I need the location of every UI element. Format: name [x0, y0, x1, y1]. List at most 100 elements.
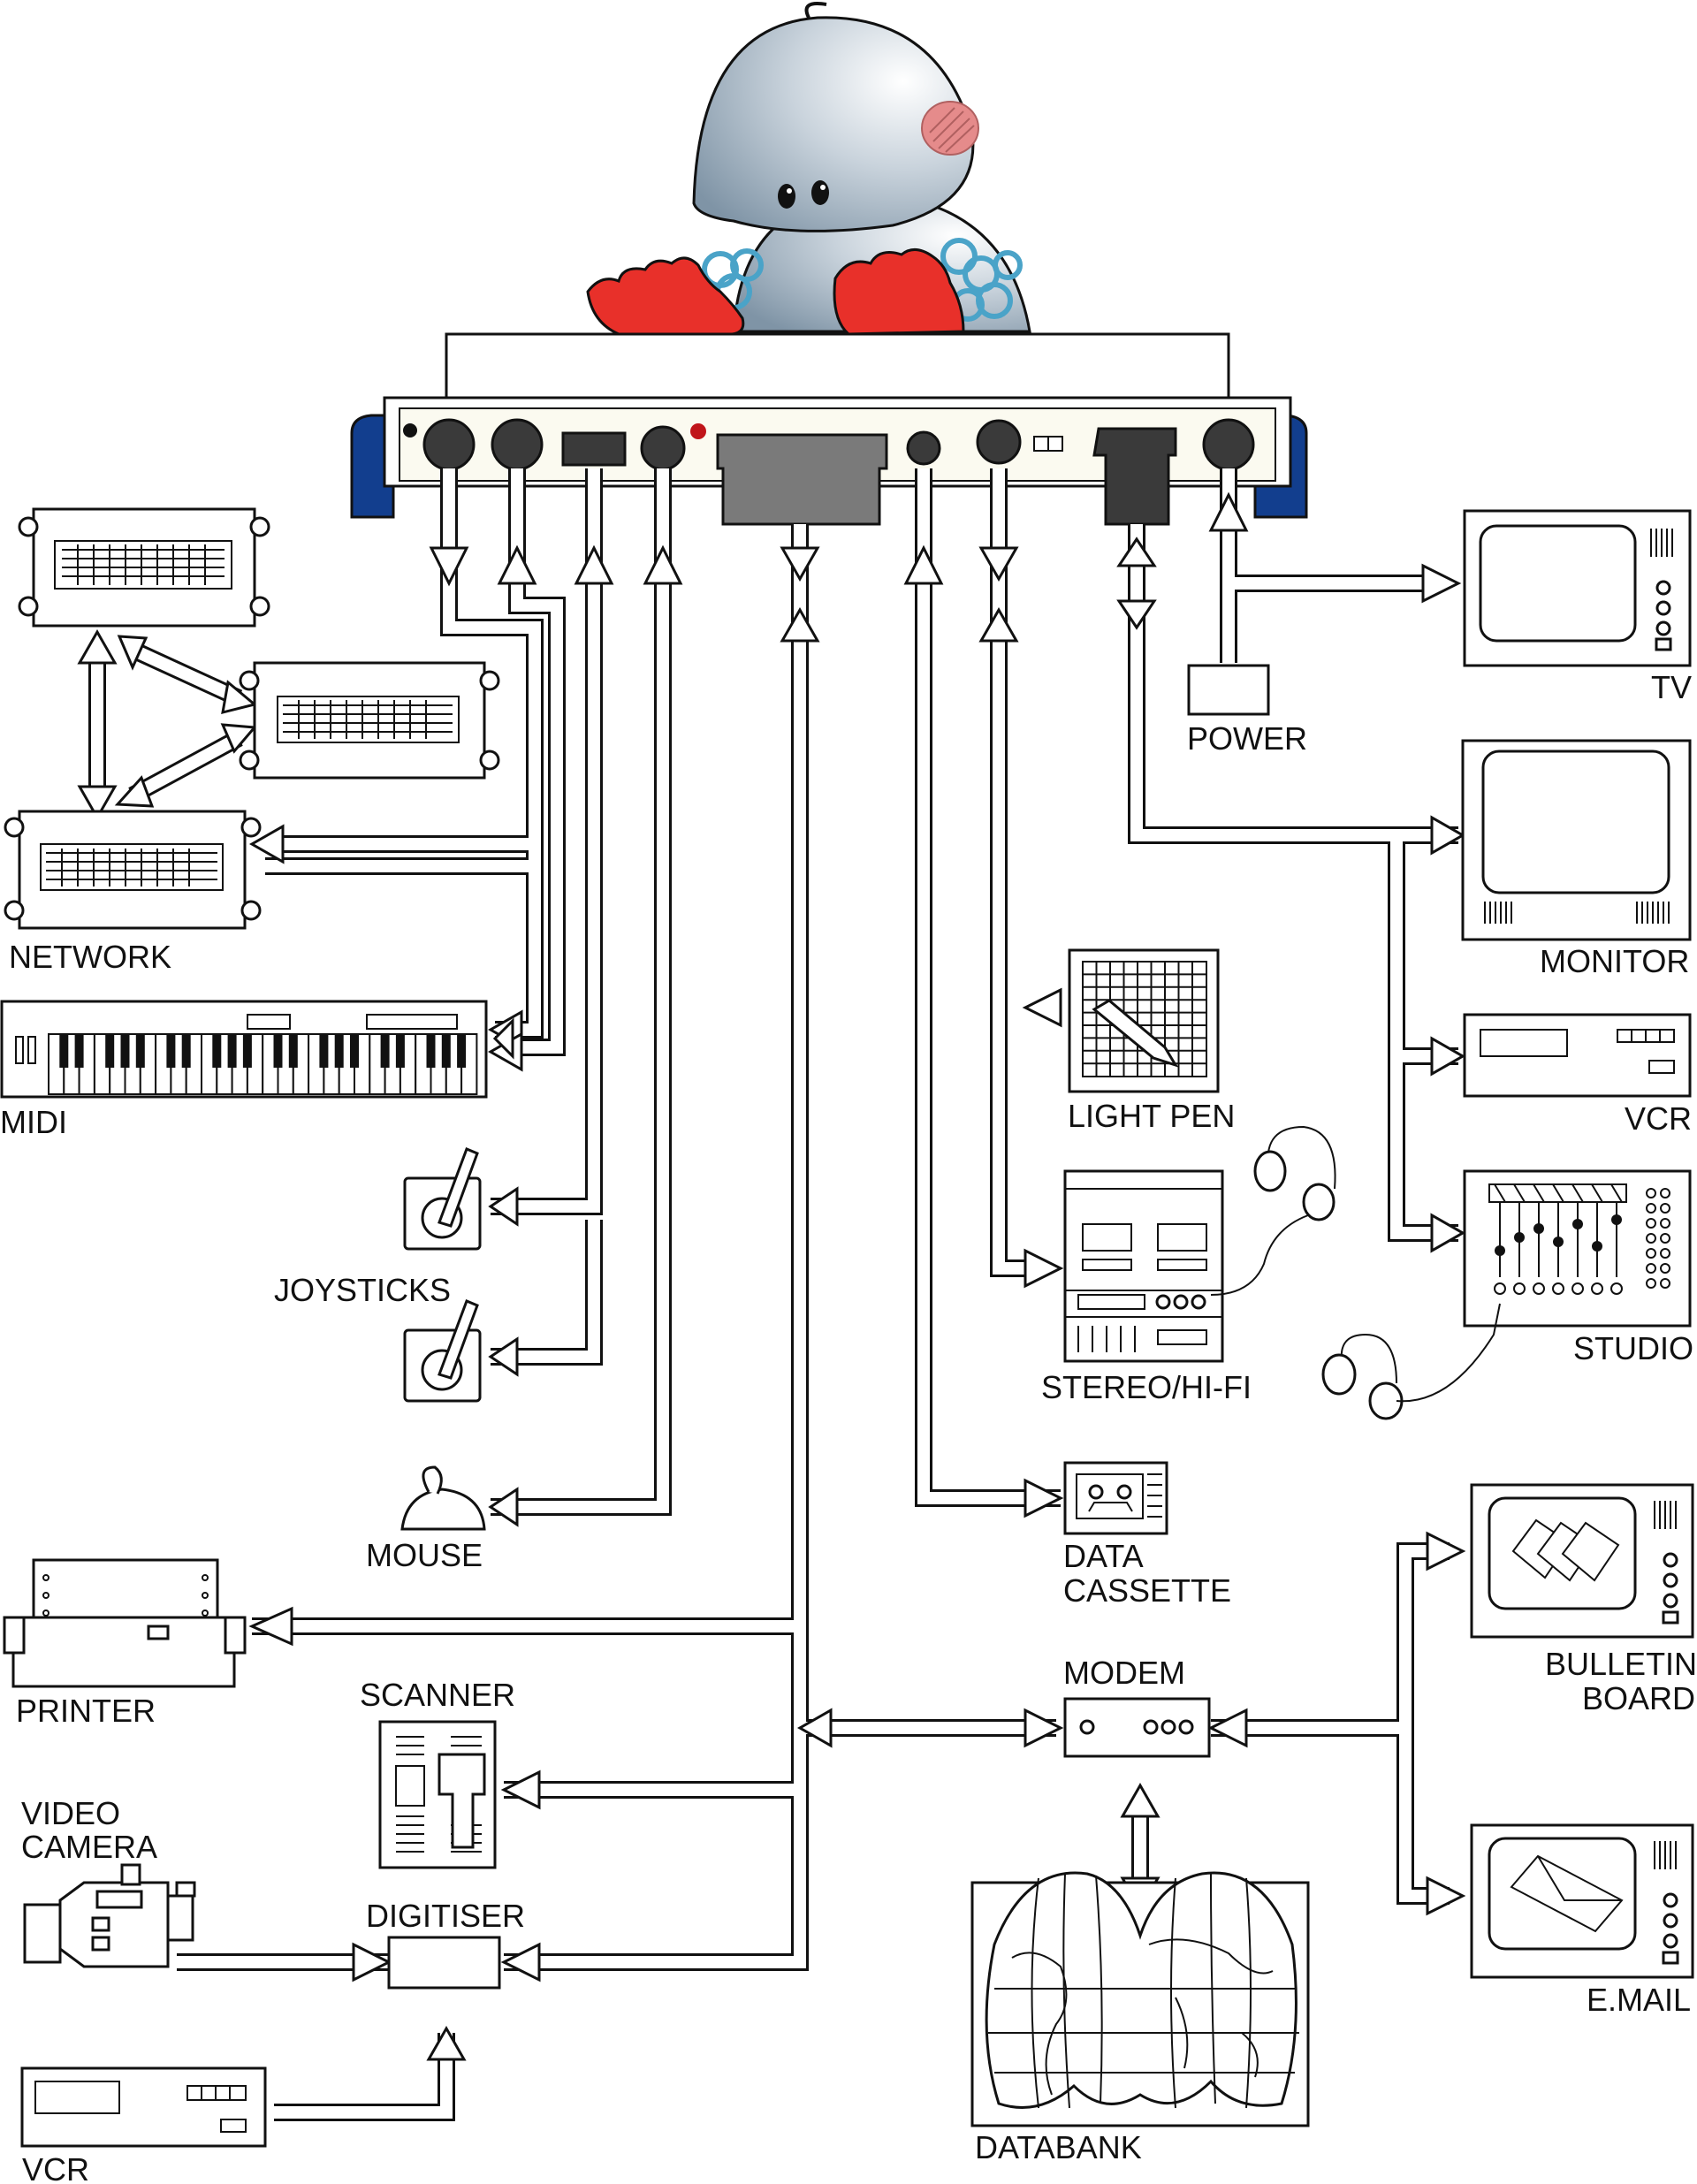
port-midi: [491, 418, 544, 471]
arrow-up: [1116, 536, 1157, 567]
port-expansion: [716, 433, 888, 526]
label-video-camera-1: VIDEO: [21, 1795, 120, 1831]
port-cassette: [906, 430, 941, 466]
label-printer: PRINTER: [16, 1693, 156, 1729]
arrow-left: [796, 1708, 833, 1748]
modem-icon: [1063, 1697, 1211, 1758]
arrow-right: [1024, 1708, 1064, 1748]
label-data-cassette-2: CASSETTE: [1063, 1572, 1231, 1609]
arrow-left: [488, 1487, 519, 1527]
label-modem: MODEM: [1063, 1655, 1185, 1691]
robot-eye-left: [778, 184, 795, 209]
arrow-left: [500, 1942, 541, 1982]
label-power: POWER: [1187, 720, 1307, 757]
cheek: [921, 101, 979, 156]
arrow-right: [1024, 1478, 1064, 1518]
monitor-icon: [1461, 739, 1692, 941]
robot-mascot: [586, 2, 1031, 336]
arrow-down: [1116, 599, 1157, 630]
arrow-up: [903, 544, 944, 585]
arrow-left: [500, 1769, 541, 1810]
stereo-icon: [1063, 1169, 1224, 1363]
label-data-cassette-1: DATA: [1063, 1538, 1144, 1574]
label-video-camera-2: CAMERA: [21, 1829, 157, 1865]
label-joysticks: JOYSTICKS: [274, 1272, 451, 1308]
vcr-icon: [20, 2066, 267, 2148]
label-bulletin-2: BOARD: [1582, 1680, 1695, 1716]
power-led: [690, 423, 706, 439]
label-email: E.MAIL: [1587, 1982, 1691, 2018]
label-databank: DATABANK: [975, 2129, 1142, 2165]
printer-icon: [3, 1558, 247, 1688]
network-computer-2: [239, 661, 500, 780]
arrow-up: [1208, 491, 1249, 532]
robot-hand-left: [586, 256, 745, 336]
data-cassette-icon: [1063, 1461, 1168, 1535]
vcr-icon: [1463, 1013, 1692, 1098]
arrow-up: [426, 2025, 467, 2061]
arrow-up: [1120, 1782, 1161, 1818]
arrow-right: [1430, 1213, 1466, 1253]
label-mouse: MOUSE: [366, 1537, 483, 1573]
network-computer-3: [4, 810, 262, 930]
port-audio: [976, 419, 1022, 465]
video-camera-icon: [23, 1863, 196, 1968]
label-vcr-right: VCR: [1625, 1100, 1692, 1137]
power-supply-box: [1187, 664, 1270, 716]
midi-keyboard-icon: [0, 1000, 488, 1099]
tv-icon: [1463, 509, 1692, 667]
port-joystick: [561, 431, 627, 467]
label-network: NETWORK: [9, 939, 171, 975]
label-midi: MIDI: [0, 1104, 67, 1140]
arrow-right: [1024, 1248, 1064, 1289]
label-monitor: MONITOR: [1540, 943, 1689, 979]
arrow-left: [248, 1606, 293, 1647]
joystick-icon: [403, 1147, 482, 1251]
arrow-right: [1430, 815, 1466, 856]
label-studio: STUDIO: [1573, 1330, 1693, 1366]
network-computer-1: [18, 507, 270, 628]
scanner-icon: [378, 1720, 497, 1869]
robot-eye-right: [811, 180, 829, 205]
arrow-left: [492, 1017, 514, 1060]
digitiser-box: [387, 1936, 501, 1990]
label-vcr-left: VCR: [22, 2151, 89, 2184]
arrow-right: [1430, 1036, 1466, 1077]
arrow-right: [352, 1942, 392, 1982]
email-icon: [1470, 1823, 1694, 1979]
label-digitiser: DIGITISER: [366, 1898, 525, 1934]
arrow-left: [1022, 987, 1062, 1028]
label-tv: TV: [1651, 669, 1692, 705]
arrow-up: [978, 606, 1019, 643]
arrow-right: [1426, 1531, 1466, 1571]
mouse-icon: [400, 1465, 486, 1531]
port-mouse: [640, 425, 686, 471]
arrow-left: [488, 1336, 519, 1377]
light-pen-tablet-icon: [1068, 948, 1220, 1093]
headphones-icon: [1210, 1125, 1336, 1296]
computer-unit: [350, 332, 1308, 526]
databank-world-map-icon: [970, 1871, 1310, 2127]
arrow-right: [1421, 563, 1462, 604]
port-monitor: [1092, 427, 1177, 526]
arrow-right: [1426, 1876, 1466, 1916]
studio-mixer-icon: [1463, 1169, 1692, 1328]
bulletin-board-icon: [1470, 1483, 1694, 1639]
label-light-pen: LIGHT PEN: [1068, 1098, 1235, 1134]
arrow-down: [978, 546, 1019, 582]
network-links: [77, 628, 258, 821]
arrow-left: [1207, 1708, 1248, 1748]
label-stereo: STEREO/HI-FI: [1041, 1369, 1252, 1405]
arrow-down: [780, 546, 820, 582]
arrow-up: [780, 606, 820, 643]
arrow-left: [488, 1186, 519, 1227]
port-tv: [1202, 418, 1255, 471]
port-network: [422, 418, 476, 471]
arrow-down: [429, 546, 469, 587]
coiled-cable-icon: [702, 238, 1023, 322]
arrow-left: [248, 824, 285, 864]
envelope-icon: [1510, 1854, 1624, 1933]
label-scanner: SCANNER: [360, 1677, 515, 1713]
label-bulletin-1: BULLETIN: [1545, 1646, 1697, 1682]
arrow-up: [497, 544, 537, 585]
